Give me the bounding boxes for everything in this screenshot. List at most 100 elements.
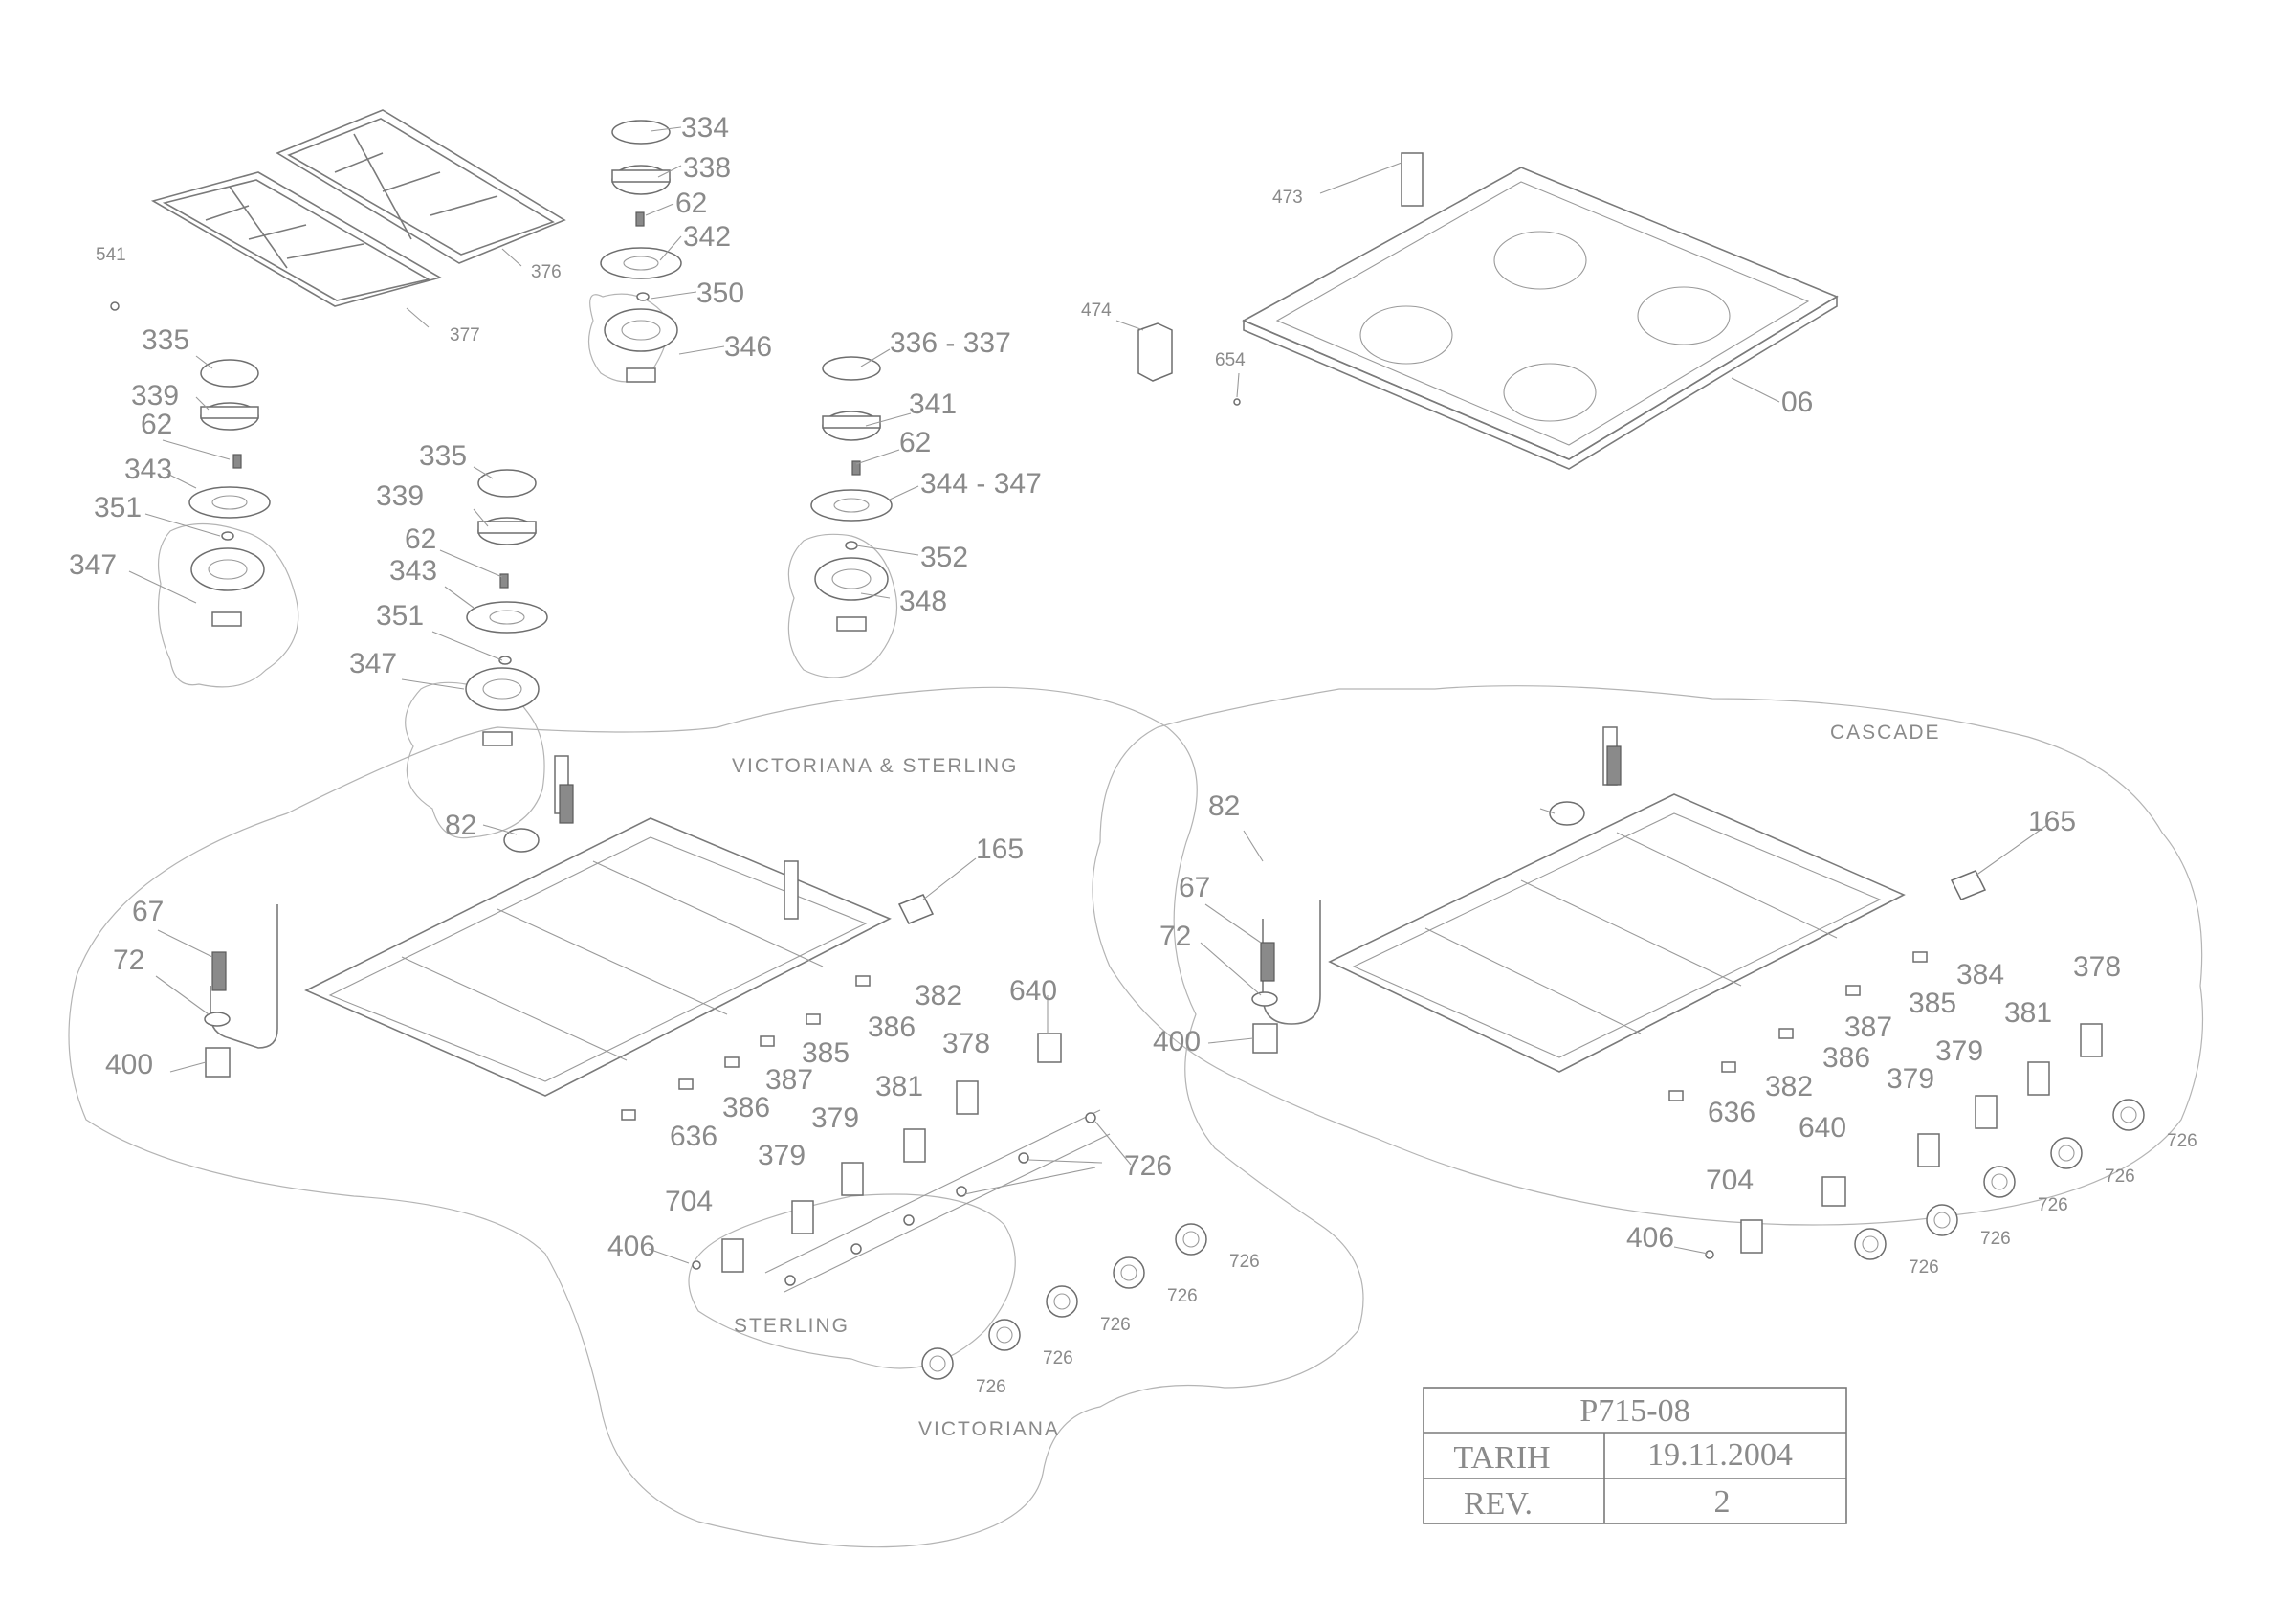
label-347: 347 xyxy=(349,648,397,679)
label-352: 352 xyxy=(920,542,968,573)
label-06: 06 xyxy=(1781,387,1813,418)
manifold-right-injectors xyxy=(1668,951,1928,1101)
label-379: 379 xyxy=(758,1140,806,1171)
label-379: 379 xyxy=(811,1102,859,1134)
label-336-337: 336 - 337 xyxy=(890,327,1011,359)
small-parts xyxy=(110,301,1714,1270)
label-726: 726 xyxy=(1167,1286,1198,1306)
label-726: 726 xyxy=(1909,1257,1939,1278)
label-341: 341 xyxy=(909,389,957,420)
label-726: 726 xyxy=(1229,1252,1260,1272)
label-636: 636 xyxy=(1708,1097,1755,1128)
label-346: 346 xyxy=(724,331,772,363)
label-377: 377 xyxy=(450,325,480,345)
label-381: 381 xyxy=(2004,997,2052,1029)
burner-stack-right xyxy=(810,356,893,632)
label-378: 378 xyxy=(942,1028,990,1059)
label-72: 72 xyxy=(113,945,144,976)
burner-stack-middle xyxy=(465,469,548,746)
grate-376 xyxy=(276,109,566,264)
label-376: 376 xyxy=(531,262,562,282)
group-sterling: STERLING xyxy=(734,1315,850,1337)
label-347: 347 xyxy=(69,549,117,581)
label-640: 640 xyxy=(1799,1112,1846,1144)
manifold-right xyxy=(1251,726,1987,1073)
label-400: 400 xyxy=(1153,1026,1201,1057)
label-386: 386 xyxy=(722,1092,770,1123)
label-67: 67 xyxy=(132,896,164,927)
group-captions: VICTORIANA & STERLING STERLING VICTORIAN… xyxy=(732,722,1941,1440)
label-654: 654 xyxy=(1215,350,1246,370)
label-343: 343 xyxy=(389,555,437,587)
label-640: 640 xyxy=(1009,975,1057,1007)
manifold-left-injectors xyxy=(621,975,871,1121)
label-382: 382 xyxy=(1765,1071,1813,1102)
date-value: 19.11.2004 xyxy=(1647,1437,1793,1473)
label-726: 726 xyxy=(2167,1131,2197,1151)
region-outlines xyxy=(68,293,2204,1548)
label-386: 386 xyxy=(1822,1042,1870,1074)
date-label: TARIH xyxy=(1453,1440,1550,1476)
label-400: 400 xyxy=(105,1049,153,1080)
label-726: 726 xyxy=(2105,1167,2135,1187)
label-344-347: 344 - 347 xyxy=(920,468,1042,500)
label-385: 385 xyxy=(802,1037,850,1069)
part-labels: 334 338 62 342 350 346 376 377 541 335 3… xyxy=(69,112,2197,1397)
group-victoriana: VICTORIANA xyxy=(918,1418,1060,1440)
label-335: 335 xyxy=(142,324,189,356)
label-385: 385 xyxy=(1909,988,1956,1019)
label-636: 636 xyxy=(670,1121,718,1152)
label-82: 82 xyxy=(445,810,476,841)
grate-377 xyxy=(150,171,443,307)
label-384: 384 xyxy=(1956,959,2004,990)
label-67: 67 xyxy=(1179,872,1210,903)
title-block: P715-08 TARIH 19.11.2004 REV. 2 xyxy=(1423,1387,1847,1524)
label-348: 348 xyxy=(899,586,947,617)
manifold-left xyxy=(204,755,935,1097)
drawing-code: P715-08 xyxy=(1579,1393,1689,1429)
label-338: 338 xyxy=(683,152,731,184)
label-726: 726 xyxy=(1980,1229,2011,1249)
label-387: 387 xyxy=(1844,1012,1892,1043)
rev-label: REV. xyxy=(1464,1486,1533,1522)
leader-lines xyxy=(128,126,2048,1264)
label-350: 350 xyxy=(696,278,744,309)
knobs-left xyxy=(921,1223,1207,1380)
rev-value: 2 xyxy=(1714,1484,1731,1520)
group-victoriana-sterling: VICTORIANA & STERLING xyxy=(732,755,1019,777)
label-343: 343 xyxy=(124,454,172,485)
label-704: 704 xyxy=(665,1186,713,1217)
label-165: 165 xyxy=(976,834,1024,865)
label-406: 406 xyxy=(607,1231,655,1262)
label-541: 541 xyxy=(96,245,126,265)
label-335: 335 xyxy=(419,440,467,472)
knobs-right xyxy=(1854,1099,2145,1260)
label-62: 62 xyxy=(405,523,436,555)
label-379: 379 xyxy=(1935,1035,1983,1067)
label-726: 726 xyxy=(976,1377,1006,1397)
label-62: 62 xyxy=(675,188,707,219)
label-474: 474 xyxy=(1081,300,1112,321)
label-726: 726 xyxy=(1043,1348,1073,1368)
label-726: 726 xyxy=(1124,1150,1172,1182)
label-165: 165 xyxy=(2028,806,2076,837)
label-342: 342 xyxy=(683,221,731,253)
label-726: 726 xyxy=(2038,1195,2068,1215)
burner-stack-top xyxy=(600,120,682,383)
taps-left xyxy=(721,1033,1111,1293)
label-72: 72 xyxy=(1159,921,1191,952)
label-379: 379 xyxy=(1887,1063,1934,1095)
label-351: 351 xyxy=(376,600,424,632)
label-386: 386 xyxy=(868,1012,916,1043)
taps-right xyxy=(1740,1023,2103,1254)
label-62: 62 xyxy=(141,409,172,440)
label-704: 704 xyxy=(1706,1165,1754,1196)
group-cascade: CASCADE xyxy=(1830,722,1941,744)
label-406: 406 xyxy=(1626,1222,1674,1254)
label-473: 473 xyxy=(1272,188,1303,208)
label-339: 339 xyxy=(131,380,179,411)
label-339: 339 xyxy=(376,480,424,512)
label-381: 381 xyxy=(875,1071,923,1102)
burner-stack-left xyxy=(188,359,271,627)
